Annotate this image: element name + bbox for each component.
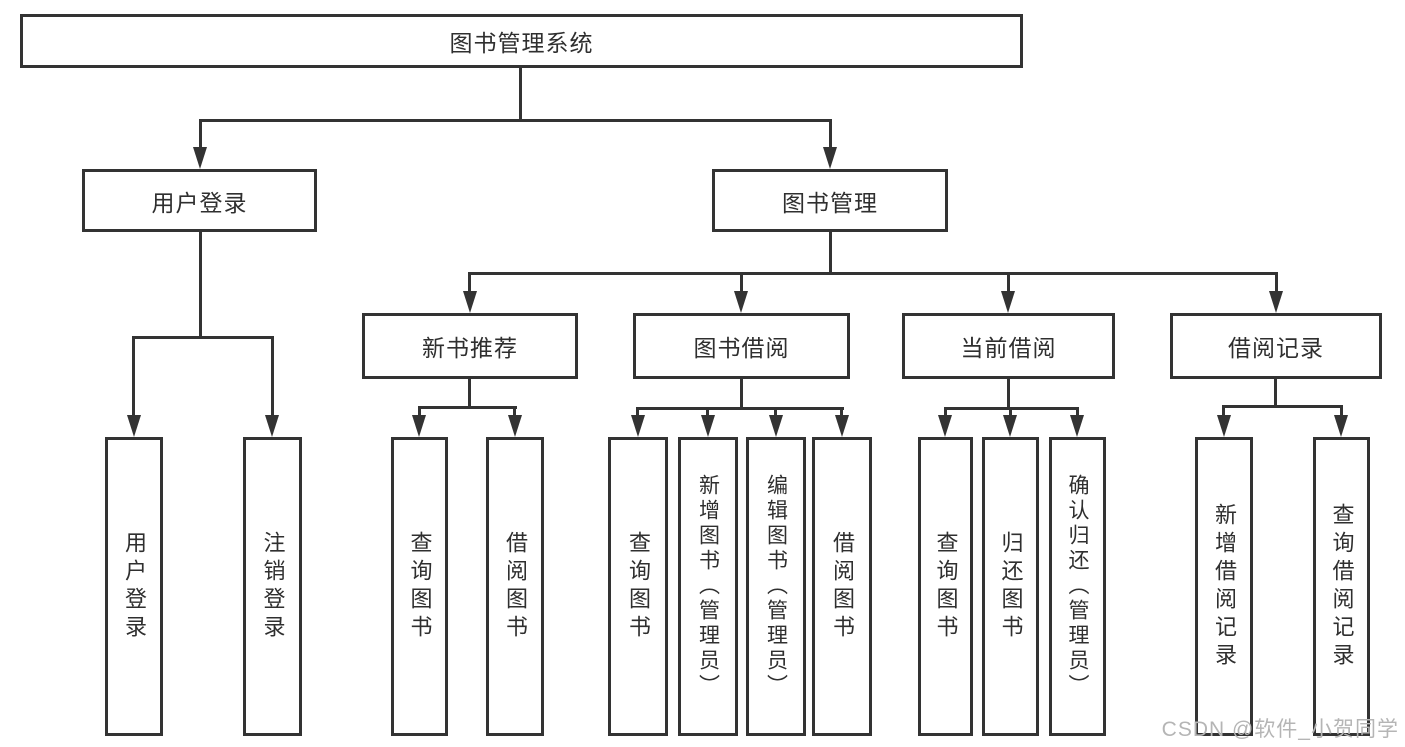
arrowhead-icon (835, 415, 849, 437)
leaf-label: 查询图书 (626, 530, 651, 643)
connector (519, 68, 522, 122)
leaf-add-borrow-record: 新增借阅记录 (1195, 437, 1253, 736)
connector (1222, 405, 1225, 416)
leaf-logout: 注销登录 (243, 437, 302, 736)
connector (468, 379, 471, 409)
connector (199, 119, 202, 149)
connector (829, 119, 832, 149)
connector (513, 406, 516, 416)
leaf-label: 查询借阅记录 (1329, 502, 1355, 671)
leaf-label: 查询图书 (407, 530, 433, 643)
arrowhead-icon (1334, 415, 1348, 437)
connector (1007, 272, 1010, 293)
leaf-user-login: 用户登录 (105, 437, 163, 736)
leaf-confirm-return-admin: 确认归还（管理员） (1049, 437, 1106, 736)
leaf-query-books-3: 查询图书 (918, 437, 973, 736)
arrowhead-icon (1003, 415, 1017, 437)
leaf-query-books-2: 查询图书 (608, 437, 668, 736)
connector (740, 379, 743, 410)
arrowhead-icon (1001, 291, 1015, 313)
leaf-label: 确认归还（管理员） (1066, 474, 1089, 699)
connector (1275, 272, 1278, 293)
connector (1009, 407, 1012, 416)
arrowhead-icon (701, 415, 715, 437)
connector (1274, 379, 1277, 407)
arrowhead-icon (631, 415, 645, 437)
leaf-edit-books-admin: 编辑图书（管理员） (746, 437, 806, 736)
connector (468, 272, 1278, 275)
connector (132, 336, 135, 416)
leaf-label: 用户登录 (122, 530, 147, 643)
connector (840, 407, 843, 416)
leaf-label: 查询图书 (933, 530, 959, 643)
leaf-add-books-admin: 新增图书（管理员） (678, 437, 738, 736)
node-book-borrowing: 图书借阅 (633, 313, 850, 379)
connector (740, 272, 743, 293)
arrowhead-icon (265, 415, 279, 437)
connector (1007, 379, 1010, 410)
arrowhead-icon (1217, 415, 1231, 437)
leaf-borrow-books-2: 借阅图书 (812, 437, 872, 736)
leaf-query-books-1: 查询图书 (391, 437, 448, 736)
arrowhead-icon (938, 415, 952, 437)
connector (829, 232, 832, 274)
arrowhead-icon (734, 291, 748, 313)
connector (132, 336, 274, 339)
leaf-label: 新增借阅记录 (1212, 502, 1237, 671)
connector (706, 407, 709, 416)
watermark: CSDN @软件_小贺同学 (1161, 718, 1399, 741)
arrowhead-icon (1070, 415, 1084, 437)
arrowhead-icon (823, 147, 837, 169)
connector (271, 336, 274, 416)
leaf-label: 借阅图书 (503, 530, 528, 643)
node-new-book-recommend: 新书推荐 (362, 313, 578, 379)
leaf-label: 借阅图书 (830, 530, 855, 643)
arrowhead-icon (127, 415, 141, 437)
arrowhead-icon (463, 291, 477, 313)
node-user-login: 用户登录 (82, 169, 317, 232)
connector (418, 406, 421, 416)
leaf-label: 归还图书 (998, 530, 1024, 643)
connector (1340, 405, 1343, 416)
node-book-management: 图书管理 (712, 169, 948, 232)
arrowhead-icon (508, 415, 522, 437)
connector (636, 407, 639, 416)
leaf-label: 新增图书（管理员） (696, 474, 720, 699)
node-borrowing-records: 借阅记录 (1170, 313, 1382, 379)
node-current-borrowing: 当前借阅 (902, 313, 1115, 379)
connector (1076, 407, 1079, 416)
node-library-management-system: 图书管理系统 (20, 14, 1023, 68)
arrowhead-icon (193, 147, 207, 169)
arrowhead-icon (1269, 291, 1283, 313)
connector (636, 407, 844, 410)
leaf-return-books: 归还图书 (982, 437, 1039, 736)
arrowhead-icon (412, 415, 426, 437)
connector (418, 406, 517, 409)
connector (1222, 405, 1343, 408)
connector (199, 119, 832, 122)
arrowhead-icon (769, 415, 783, 437)
connector (199, 232, 202, 339)
connector (944, 407, 947, 416)
leaf-label: 注销登录 (260, 530, 286, 643)
leaf-borrow-books-1: 借阅图书 (486, 437, 544, 736)
connector (468, 272, 471, 293)
leaf-label: 编辑图书（管理员） (764, 474, 788, 699)
leaf-query-borrow-record: 查询借阅记录 (1313, 437, 1370, 736)
connector (774, 407, 777, 416)
